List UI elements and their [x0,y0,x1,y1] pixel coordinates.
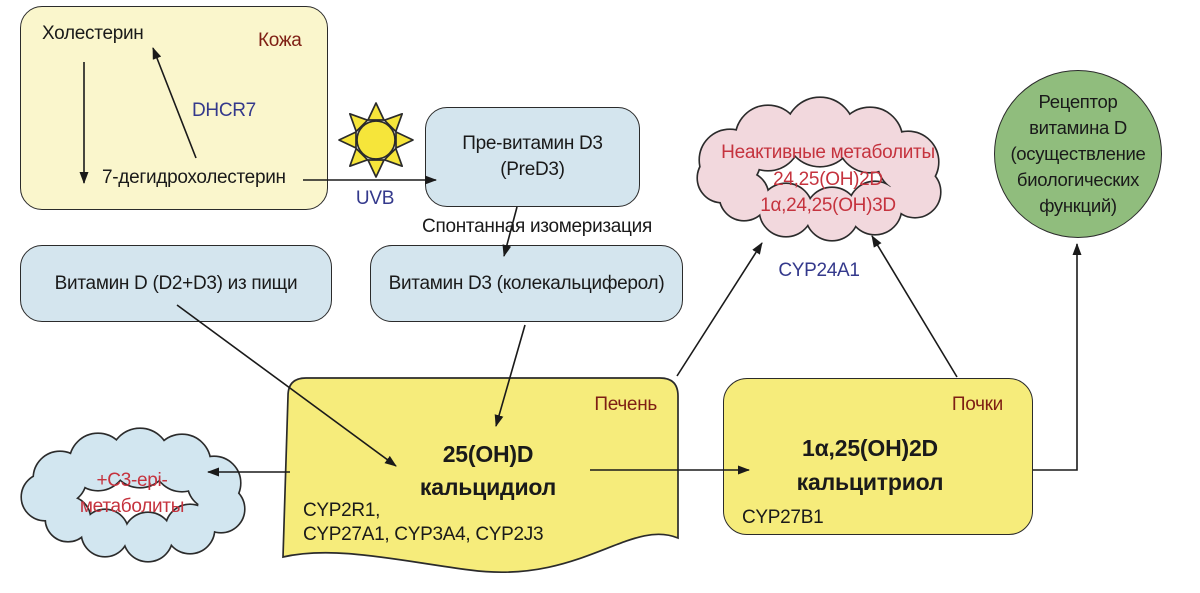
inactive-metabolites-line1: Неактивные метаболиты [721,142,935,163]
receptor-label-line1: Рецептор [1038,91,1118,112]
organ-label-kidneys: Почки [951,394,1003,415]
liver-enzymes-line2: CYP27A1, CYP3A4, CYP2J3 [303,524,544,545]
liver-enzymes-line1: CYP2R1, [303,500,381,521]
cyp24a1-enzyme-label: CYP24A1 [778,260,860,281]
previtamin-d3-box: Пре-витамин D3 (PreD3) [425,107,640,207]
calcidiol-name-label: кальцидиол [419,474,557,500]
receptor-label-line4: биологических [1016,169,1140,190]
vitamin-d-receptor-circle: Рецептор витамина D (осуществление биоло… [994,70,1162,238]
arrow-kidneys-to-inactive-cloud [871,235,958,378]
previtamin-d3-label-line2: (PreD3) [500,159,565,180]
epi-metabolites-cloud [20,427,246,563]
dhcr7-enzyme-label: DHCR7 [192,100,256,121]
arrow-d3-to-liver [494,324,526,427]
dehydrocholesterol-label: 7-дегидрохолестерин [102,167,286,188]
previtamin-d3-label-line1: Пре-витамин D3 [462,133,603,154]
uvb-label: UVB [355,188,395,209]
vitamin-d3-box: Витамин D3 (колекальциферол) [370,245,683,322]
arrow-7dhc-to-cholesterol-dhcr7 [152,47,197,159]
dietary-vitamin-d-label: Витамин D (D2+D3) из пищи [54,272,298,294]
inactive-metabolites-cloud [696,96,942,242]
arrow-kidneys-to-receptor [1033,243,1082,471]
epi-metabolites-line2: метаболиты [79,496,185,517]
calcitriol-name-label: кальцитриол [796,469,944,495]
epi-metabolites-line1: +C3-epi- [96,470,168,491]
vitamin-d3-label: Витамин D3 (колекальциферол) [388,272,665,294]
arrow-previtamin-to-d3 [502,206,518,257]
kidneys-enzyme-label: CYP27B1 [742,507,824,528]
dietary-vitamin-d-box: Витамин D (D2+D3) из пищи [20,245,332,322]
calcitriol-metabolite-label: 1α,25(OH)2D [802,435,938,461]
cholesterol-label: Холестерин [42,23,144,44]
liver-box-shape [282,377,679,573]
sun-icon [338,102,414,178]
isomerization-label: Спонтанная изомеризация [422,216,652,237]
calcidiol-metabolite-label: 25(OH)D [442,441,534,467]
organ-label-skin: Кожа [258,30,302,51]
inactive-metabolites-line3: 1α,24,25(OH)3D [760,195,896,216]
organ-label-liver: Печень [594,394,657,415]
inactive-metabolites-line2: 24,25(OH)2D [773,169,883,190]
receptor-label-line2: витамина D [1029,117,1127,138]
receptor-label-line3: (осуществление [1010,143,1146,164]
skin-box [20,6,328,210]
arrow-liver-to-inactive-cloud [676,242,763,377]
kidneys-box [723,378,1033,535]
receptor-label-line5: функций) [1039,195,1117,216]
arrow-food-to-liver [176,304,397,467]
